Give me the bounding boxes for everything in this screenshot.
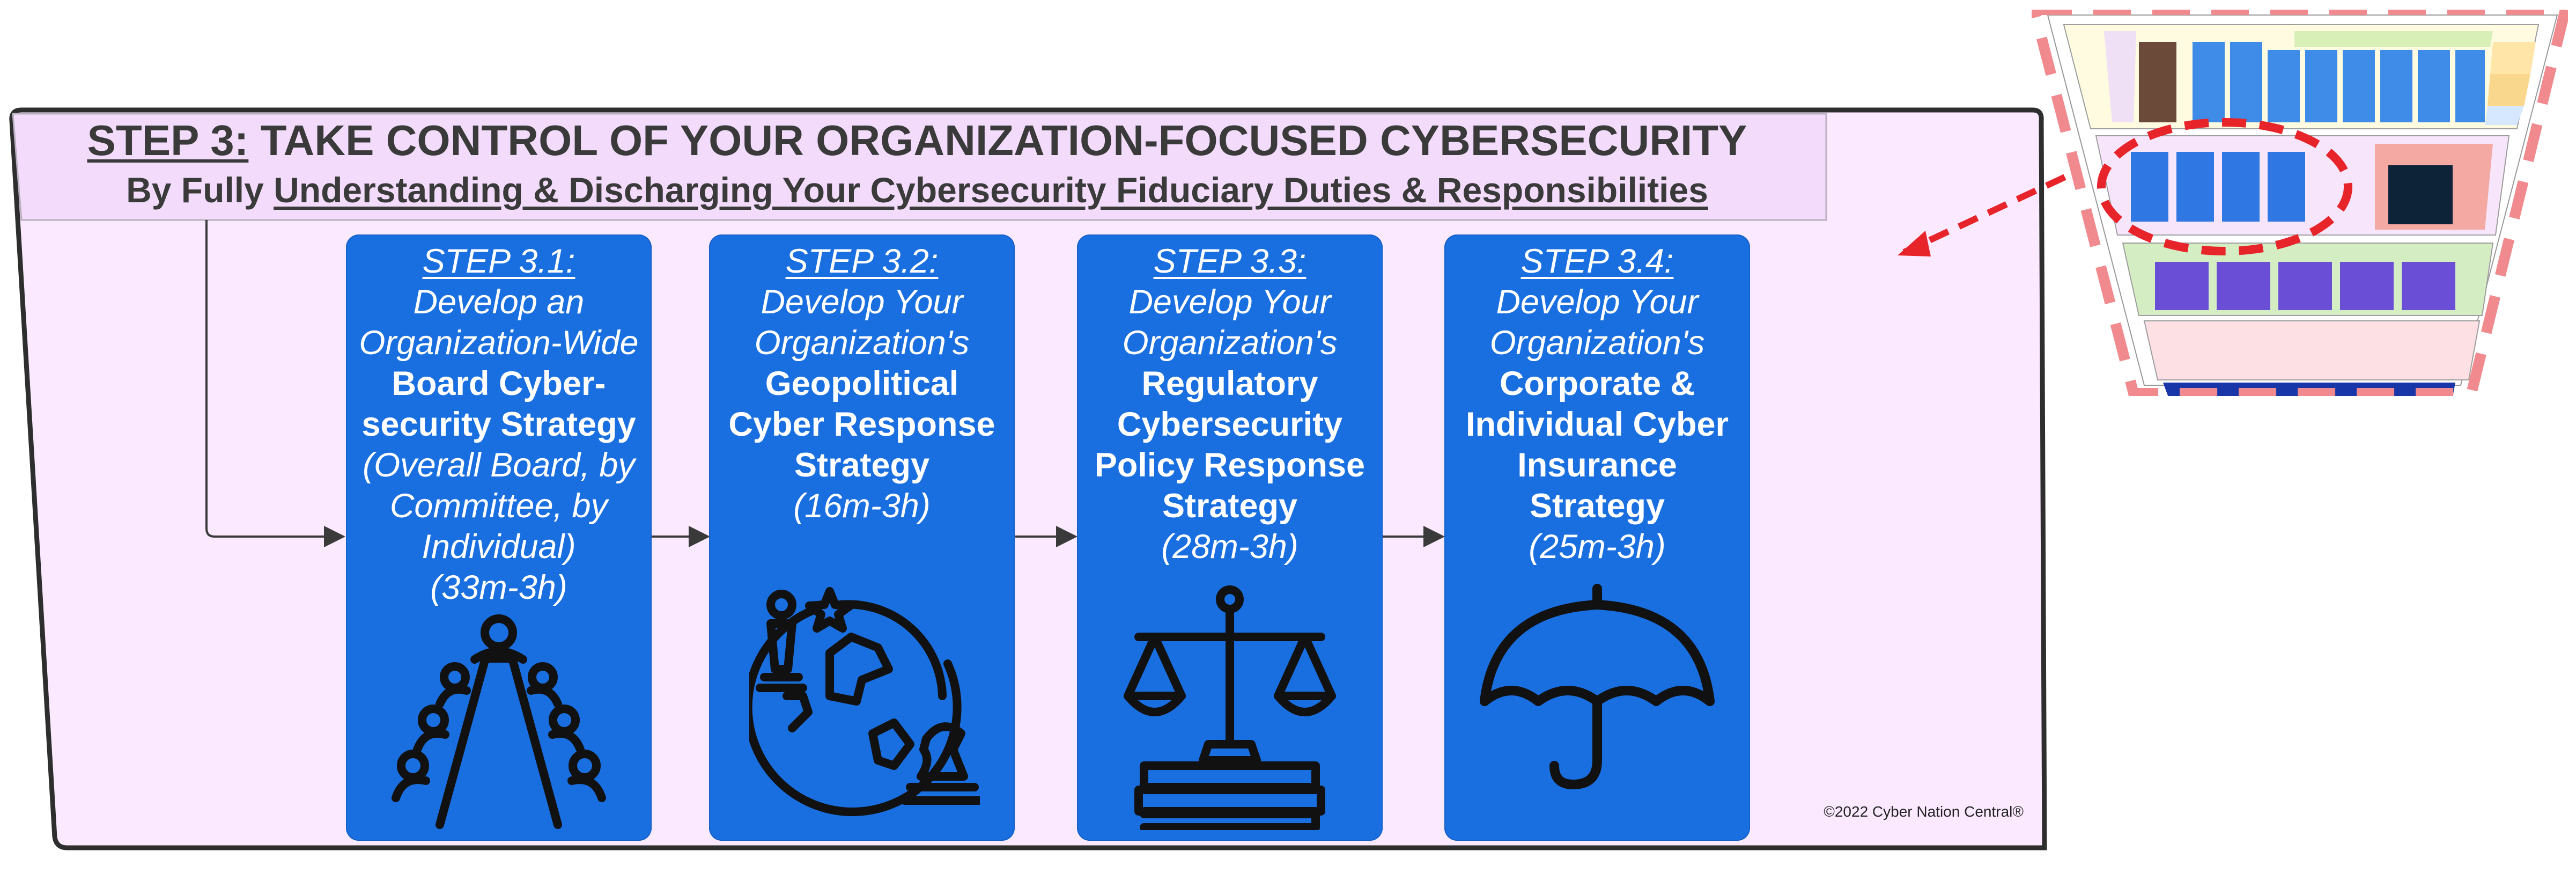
step-3-1-card[interactable]: STEP 3.1: Develop an Organization-Wide B… bbox=[346, 234, 652, 841]
step-strategy-name: Board Cyber-security Strategy bbox=[361, 365, 636, 443]
step-number: STEP 3.4: bbox=[1520, 243, 1674, 280]
boardroom-table-icon bbox=[392, 614, 606, 829]
step-description: Develop an Organization-Wide bbox=[359, 283, 639, 362]
step-duration: (28m-3h) bbox=[1161, 528, 1298, 566]
step-scope: (Overall Board, by Committee, by Individ… bbox=[363, 446, 635, 566]
step3-title: STEP 3: TAKE CONTROL OF YOUR ORGANIZATIO… bbox=[32, 117, 1802, 164]
step-3-3-card[interactable]: STEP 3.3: Develop Your Organization's Re… bbox=[1077, 234, 1383, 841]
header-band bbox=[12, 113, 1827, 221]
step-strategy-name: Corporate & Individual Cyber Insurance S… bbox=[1465, 365, 1729, 525]
step-strategy-name: Geopolitical Cyber Response Strategy bbox=[728, 365, 995, 484]
step-number: STEP 3.1: bbox=[422, 243, 575, 280]
step3-label: STEP 3: bbox=[87, 116, 249, 164]
step3-subtitle-prefix: By Fully bbox=[126, 170, 274, 210]
step3-subtitle: By Fully Understanding & Discharging You… bbox=[32, 171, 1802, 210]
step3-subtitle-underlined: Understanding & Discharging Your Cyberse… bbox=[274, 170, 1708, 210]
copyright-notice: ©2022 Cyber Nation Central® bbox=[1824, 803, 2024, 820]
step-description: Develop Your Organization's bbox=[754, 283, 970, 362]
step-description: Develop Your Organization's bbox=[1122, 283, 1338, 362]
step-duration: (25m-3h) bbox=[1529, 528, 1666, 566]
connector-header-to-step-3-1 bbox=[205, 220, 345, 547]
step-3-4-card[interactable]: STEP 3.4: Develop Your Organization's Co… bbox=[1444, 234, 1750, 841]
umbrella-icon bbox=[1480, 584, 1715, 789]
funnel-body bbox=[2047, 14, 2558, 396]
scales-of-justice-icon bbox=[1124, 585, 1336, 830]
callout-arrow bbox=[1902, 174, 2066, 255]
step-3-2-card[interactable]: STEP 3.2: Develop Your Organization's Ge… bbox=[709, 234, 1015, 841]
step3-title-text: TAKE CONTROL OF YOUR ORGANIZATION-FOCUSE… bbox=[248, 116, 1747, 164]
step-number: STEP 3.3: bbox=[1153, 243, 1307, 280]
step-description: Develop Your Organization's bbox=[1489, 283, 1705, 362]
globe-chess-icon bbox=[749, 587, 980, 816]
step-number: STEP 3.2: bbox=[785, 243, 939, 280]
funnel-overview-thumbnail[interactable] bbox=[2032, 10, 2568, 396]
step-duration: (33m-3h) bbox=[430, 569, 567, 606]
callout-arrowhead bbox=[1898, 231, 1931, 256]
step-strategy-name: Regulatory Cybersecurity Policy Response… bbox=[1094, 365, 1365, 525]
focus-highlight-step3 bbox=[2097, 118, 2352, 255]
step-duration: (16m-3h) bbox=[793, 487, 931, 525]
